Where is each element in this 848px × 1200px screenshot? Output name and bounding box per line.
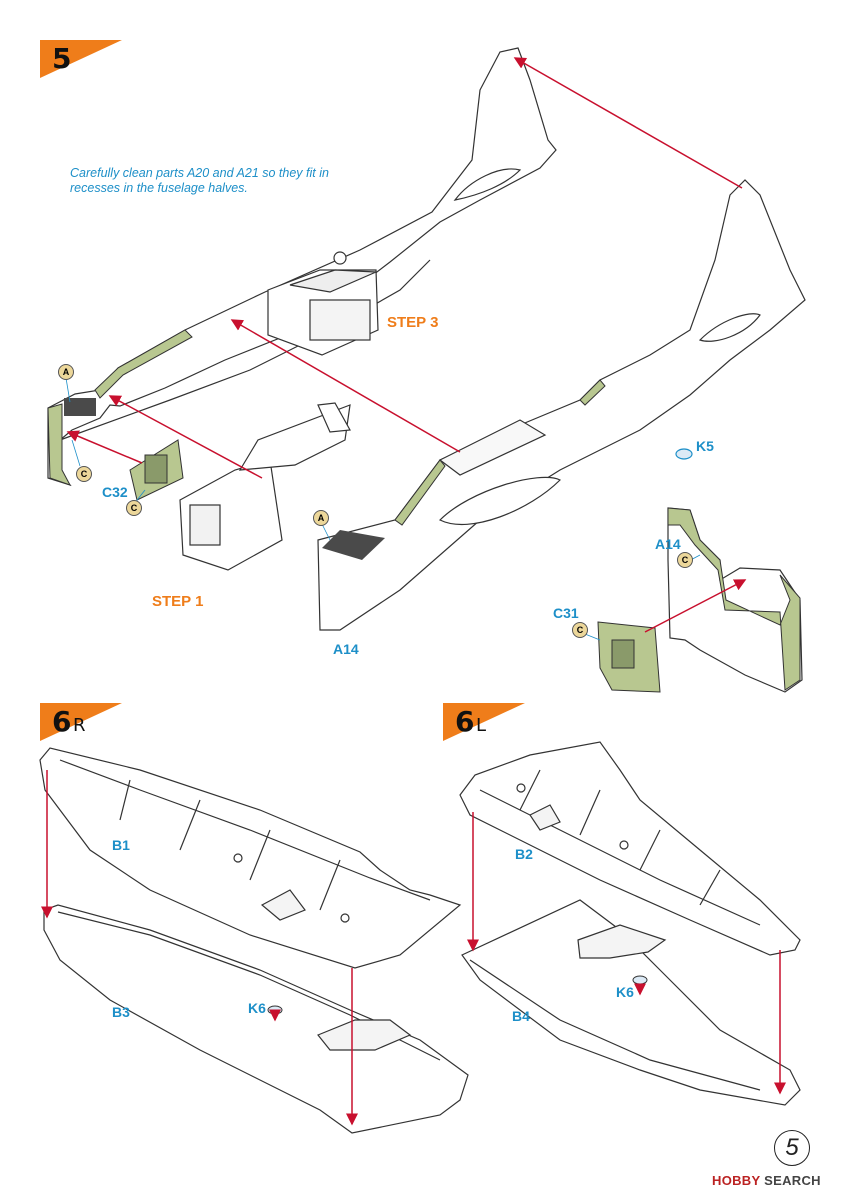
assembly-note: Carefully clean parts A20 and A21 so the… bbox=[70, 166, 329, 195]
part-k6-left bbox=[632, 975, 648, 985]
flag-shape bbox=[40, 40, 122, 78]
page-number: 5 bbox=[774, 1130, 810, 1166]
inner-primer-strip bbox=[667, 507, 801, 691]
label-b1: B1 bbox=[112, 837, 130, 853]
fuselage-left-half bbox=[47, 47, 557, 487]
label-c31: C31 bbox=[553, 605, 579, 621]
step-6l-suffix: L bbox=[476, 715, 487, 736]
right-wing-upper-b1 bbox=[39, 747, 462, 969]
step-5-number: 5 bbox=[52, 42, 72, 75]
marker-c-1: C bbox=[76, 466, 92, 482]
marker-c-4: C bbox=[572, 622, 588, 638]
marker-c-3: C bbox=[677, 552, 693, 568]
watermark-brand: HOBBY bbox=[712, 1173, 761, 1188]
fuselage-left-primer-strip bbox=[94, 329, 193, 399]
step-6r-flag: 6 R bbox=[40, 703, 122, 741]
label-c32: C32 bbox=[102, 484, 128, 500]
step-6l-flag: 6 L bbox=[443, 703, 525, 741]
assembly-arrows-step6l bbox=[467, 812, 786, 1095]
label-b3: B3 bbox=[112, 1004, 130, 1020]
instrument-panel-assembly bbox=[267, 251, 379, 356]
label-a14-left: A14 bbox=[333, 641, 359, 657]
watermark-suffix: SEARCH bbox=[764, 1173, 821, 1188]
fuselage-right-primer-strip-2 bbox=[579, 379, 606, 406]
marker-c-2: C bbox=[126, 500, 142, 516]
right-wing-lower-b3 bbox=[43, 904, 469, 1134]
assembly-arrows-step5 bbox=[66, 57, 747, 633]
step-3-reference: STEP 3 bbox=[387, 314, 439, 331]
label-b2: B2 bbox=[515, 846, 533, 862]
cockpit-tub bbox=[179, 402, 351, 571]
left-wing-lower-b4 bbox=[461, 899, 801, 1106]
label-k5: K5 bbox=[696, 438, 714, 454]
step-5-flag: 5 bbox=[40, 40, 122, 78]
marker-a-2: A bbox=[313, 510, 329, 526]
marker-a-1: A bbox=[58, 364, 74, 380]
left-wing-upper-b2 bbox=[459, 741, 801, 956]
label-b4: B4 bbox=[512, 1008, 530, 1024]
step-6r-number: 6 bbox=[52, 705, 72, 738]
step-1-reference: STEP 1 bbox=[152, 593, 204, 610]
part-k5 bbox=[675, 448, 693, 460]
fuselage-right-dark-recess bbox=[322, 530, 385, 560]
label-a14-right: A14 bbox=[655, 536, 681, 552]
watermark: HOBBY SEARCH bbox=[712, 1173, 821, 1188]
fuselage-left-primer-edge bbox=[47, 403, 72, 486]
fuselage-left-dark-recess bbox=[64, 398, 96, 416]
part-c32-panel bbox=[129, 439, 184, 501]
step-6r-suffix: R bbox=[73, 715, 86, 736]
label-k6-right: K6 bbox=[248, 1000, 266, 1016]
fuselage-right-half bbox=[317, 179, 806, 631]
label-k6-left: K6 bbox=[616, 984, 634, 1000]
part-c31-panel bbox=[597, 621, 661, 693]
fuselage-right-primer-strip bbox=[394, 459, 446, 526]
step-6l-number: 6 bbox=[455, 705, 475, 738]
assembly-arrows-step6r bbox=[41, 770, 358, 1126]
